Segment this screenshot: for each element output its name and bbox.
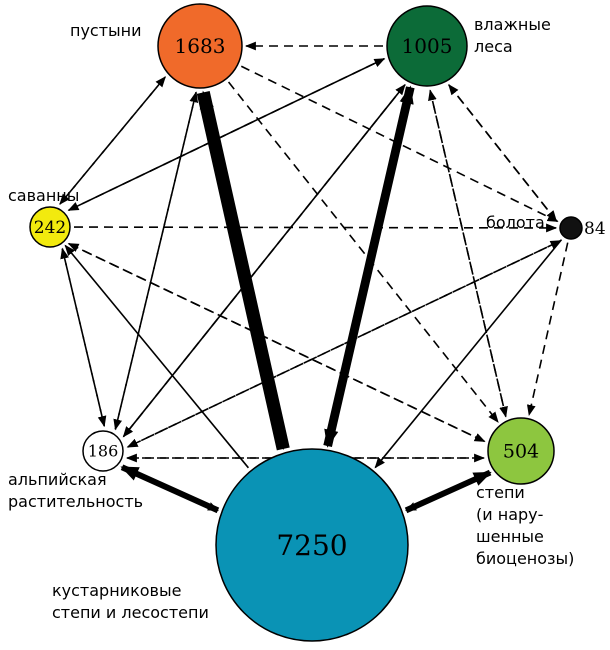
flow-arrow-savannas-to-rainforest <box>68 58 386 212</box>
node-circle-alpine <box>82 430 124 472</box>
node-circle-swamps <box>559 216 583 240</box>
node-circle-steppes <box>487 417 555 485</box>
flow-arrow-swamps-to-rainforest <box>448 83 557 222</box>
node-label-savannas-line-0: саванны <box>8 186 79 205</box>
node-label-steppes-line-2: шенные <box>476 527 544 546</box>
node-value-deserts: 1683 <box>175 34 226 58</box>
node-label-deserts-line-0: пустыни <box>70 21 142 40</box>
node-value-rainforest: 1005 <box>402 34 453 58</box>
flow-arrow-deserts-to-swamps <box>240 65 559 223</box>
nodes-layer: 1683 пустыни 1005 влажные леса 242 саванны 84 бо… <box>8 3 606 642</box>
flow-arrow-savannas-to-swamps <box>73 223 558 233</box>
node-label-alpine-line-0: альпийская <box>8 470 107 489</box>
node-circle-rainforest <box>386 5 468 87</box>
node-savannas: 242 саванны <box>8 186 79 248</box>
flow-arrow-deserts-to-savannas <box>59 76 166 205</box>
node-label-steppes-line-0: степи <box>476 483 525 502</box>
node-label-rainforest-line-0: влажные <box>474 15 551 34</box>
node-deserts: 1683 пустыни <box>70 3 243 89</box>
edges-layer <box>59 41 569 514</box>
flow-arrow-savannas-to-alpine <box>61 248 107 428</box>
node-value-savannas: 242 <box>34 218 66 238</box>
node-value-steppes: 504 <box>503 441 539 463</box>
flow-arrow-swamps-to-steppes <box>526 242 569 416</box>
flow-arrow-alpine-to-shrub <box>121 466 219 512</box>
node-label-shrub-line-1: степи и лесостепи <box>52 603 209 622</box>
node-value-shrub: 7250 <box>276 529 347 562</box>
node-swamps: 84 болота <box>486 213 606 240</box>
node-label-steppes-line-3: биоценозы) <box>476 549 574 568</box>
node-value-swamps: 84 <box>584 219 606 239</box>
flow-arrow-deserts-to-steppes <box>227 81 499 423</box>
flow-arrow-swamps-to-alpine <box>126 240 561 448</box>
node-circle-savannas <box>29 206 71 248</box>
flow-arrow-deserts-to-alpine <box>113 92 197 431</box>
node-label-rainforest-line-1: леса <box>474 37 513 56</box>
flow-arrow-rainforest-to-shrub <box>324 86 413 448</box>
node-label-alpine-line-1: растительность <box>8 492 143 511</box>
flow-arrow-swamps-to-shrub <box>374 239 563 469</box>
node-circle-shrub <box>215 448 409 642</box>
node-rainforest: 1005 влажные леса <box>386 5 551 87</box>
flow-arrow-alpine-to-swamps <box>127 240 562 448</box>
flow-arrow-steppes-to-rainforest <box>428 89 507 417</box>
node-alpine: 186 альпийская растительность <box>8 430 143 511</box>
node-steppes: 504 степи (и нару-шенные биоценозы) <box>476 417 574 568</box>
node-shrub: 7250 кустарниковые степи и лесостепи <box>52 448 409 642</box>
node-label-steppes-line-1: (и нару- <box>476 505 543 524</box>
node-circle-deserts <box>157 3 243 89</box>
flow-arrow-steppes-to-savannas <box>67 242 485 443</box>
node-label-swamps-line-0: болота <box>486 213 545 232</box>
flow-arrow-deserts-to-shrub <box>202 92 286 451</box>
flow-arrow-rainforest-to-alpine <box>122 84 406 438</box>
node-label-shrub-line-0: кустарниковые <box>52 581 181 600</box>
node-value-alpine: 186 <box>88 442 119 461</box>
flow-arrow-shrub-to-savannas <box>64 244 250 469</box>
flow-arrow-steppes-to-shrub <box>405 471 491 512</box>
